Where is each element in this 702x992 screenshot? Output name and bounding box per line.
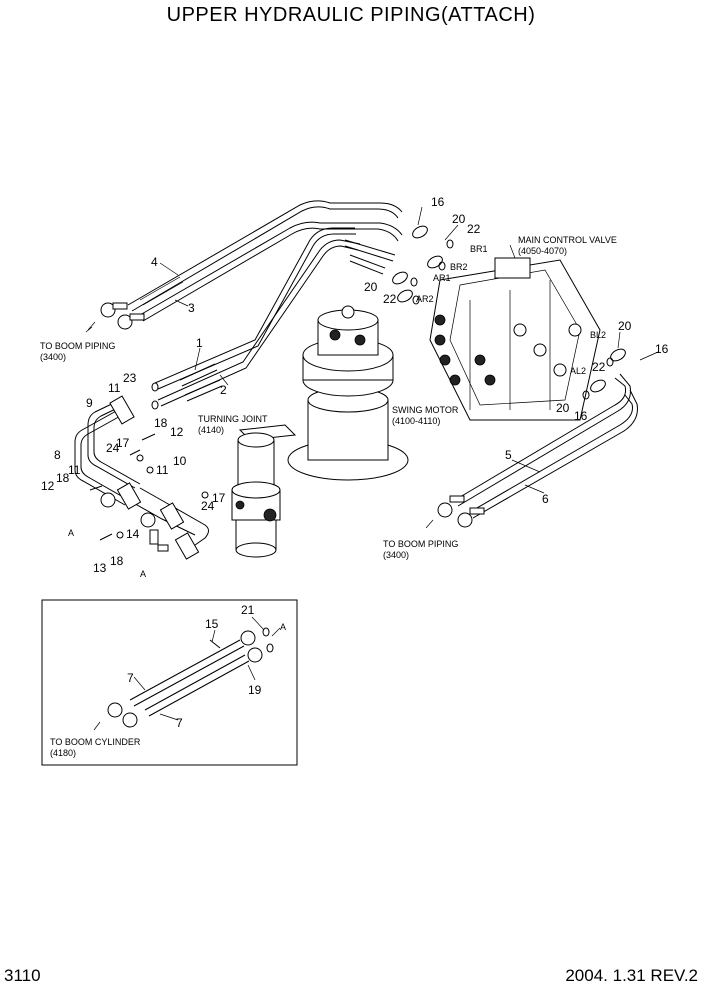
callout-16c: 16 (574, 409, 588, 423)
callout-12a: 12 (170, 425, 184, 439)
to-boom-piping-right-ref: (3400) (383, 550, 409, 560)
callout-20b: 20 (364, 280, 378, 294)
to-boom-piping-right-label: TO BOOM PIPING (383, 539, 458, 549)
callout-14: 14 (126, 527, 140, 541)
callout-16a: 16 (431, 195, 445, 209)
callout-20d: 20 (556, 401, 570, 415)
callout-7b: 7 (176, 716, 183, 730)
callout-4: 4 (151, 255, 158, 269)
callout-11c: 11 (156, 463, 169, 477)
turning-joint-label: TURNING JOINT (198, 414, 268, 424)
main-control-valve-label: MAIN CONTROL VALVE (518, 235, 617, 245)
callout-13: 13 (93, 561, 107, 575)
port-br2: BR2 (450, 262, 468, 272)
bolts-and-fittings (89, 382, 209, 552)
callout-1: 1 (196, 336, 203, 350)
callout-10: 10 (173, 454, 187, 468)
main-control-valve (429, 257, 601, 421)
revision-date: 2004. 1.31 REV.2 (565, 966, 698, 985)
callout-7a: 7 (127, 671, 134, 685)
callout-2: 2 (220, 383, 227, 397)
callout-12b: 12 (41, 479, 55, 493)
main-control-valve-ref: (4050-4070) (518, 246, 567, 256)
turning-joint-ref: (4140) (198, 425, 224, 435)
callout-17b: 17 (212, 491, 226, 505)
hose-left-fittings (179, 239, 396, 402)
callout-20a: 20 (452, 212, 466, 226)
port-bl2: BL2 (590, 330, 606, 340)
port-ar2: AR2 (416, 294, 434, 304)
callout-9: 9 (86, 396, 93, 410)
hose-4 (127, 200, 403, 312)
callout-21: 21 (241, 603, 255, 617)
callout-18b: 18 (56, 471, 70, 485)
callout-11a: 11 (108, 381, 121, 395)
port-ar1: AR1 (433, 273, 451, 283)
leader-lines (133, 206, 659, 721)
pipe-1 (154, 227, 356, 390)
port-al2: AL2 (570, 366, 586, 376)
view-a-label-1: A (68, 528, 74, 538)
callout-23: 23 (123, 371, 137, 385)
to-boom-cylinder-ref: (4180) (50, 748, 76, 758)
callout-18c: 18 (110, 554, 124, 568)
boom-piping-flanges-left (85, 302, 145, 333)
hose-6 (469, 389, 638, 519)
callout-6: 6 (542, 492, 549, 506)
callout-8: 8 (54, 448, 61, 462)
turning-joint (231, 424, 297, 558)
callout-22c: 22 (592, 360, 606, 374)
to-boom-piping-left-label: TO BOOM PIPING (40, 341, 115, 351)
port-br1: BR1 (470, 244, 488, 254)
valve-flanges (392, 225, 626, 400)
callout-17a: 17 (116, 436, 130, 450)
callout-5: 5 (505, 448, 512, 462)
callout-18a: 18 (154, 416, 168, 430)
pipe-2 (157, 239, 361, 407)
callout-15: 15 (205, 617, 219, 631)
callout-24a: 24 (106, 441, 120, 455)
swing-motor (287, 305, 409, 481)
page-title: UPPER HYDRAULIC PIPING(ATTACH) (166, 4, 536, 26)
view-a-label-3: A (280, 622, 286, 632)
callout-11b: 11 (68, 463, 81, 477)
swing-motor-ref: (4100-4110) (392, 416, 440, 426)
callout-22a: 22 (467, 222, 481, 236)
inset-boom-cylinder (41, 599, 298, 766)
boom-piping-flanges-right (425, 495, 485, 529)
callout-3: 3 (188, 301, 195, 315)
callout-19: 19 (248, 683, 262, 697)
pipe-8-9-assembly (74, 395, 209, 560)
hose-3 (139, 221, 403, 322)
callout-16b: 16 (655, 342, 669, 356)
callout-22b: 22 (383, 292, 397, 306)
to-boom-piping-left-ref: (3400) (40, 352, 66, 362)
page-number: 3110 (4, 966, 41, 985)
swing-motor-label: SWING MOTOR (392, 405, 459, 415)
callout-24b: 24 (201, 499, 215, 513)
callout-20c: 20 (618, 319, 632, 333)
view-a-label-2: A (140, 569, 146, 579)
to-boom-cylinder-label: TO BOOM CYLINDER (50, 737, 141, 747)
